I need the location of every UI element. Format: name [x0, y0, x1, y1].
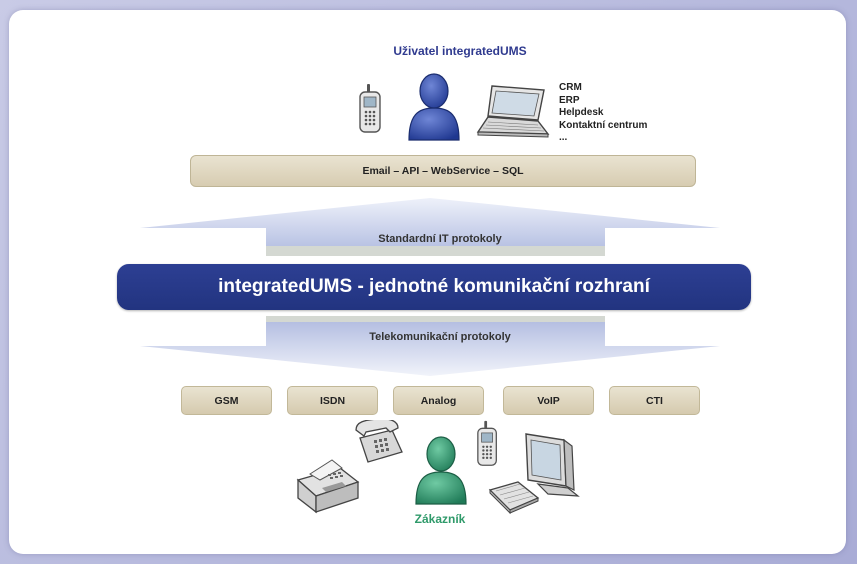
- tech-isdn: ISDN: [287, 386, 378, 415]
- user-title: Uživatel integratedUMS: [393, 44, 527, 58]
- tech-cti: CTI: [609, 386, 700, 415]
- telecom-protocols-label: Telekomunikační protokoly: [369, 331, 511, 343]
- tech-voip: VoIP: [503, 386, 594, 415]
- user-icon: [408, 73, 460, 141]
- app-more: ...: [559, 132, 568, 143]
- down-arrow: [140, 316, 720, 376]
- app-helpdesk: Helpdesk: [559, 107, 604, 118]
- application-list: CRM ERP Helpdesk Kontaktní centrum ...: [559, 82, 647, 145]
- mobile-phone-icon: [477, 420, 497, 466]
- top-protocols-bar: Email – API – WebService – SQL: [190, 155, 696, 187]
- customer-icon: [415, 436, 467, 505]
- main-interface-bar: integratedUMS - jednotné komunikační roz…: [117, 264, 751, 310]
- standard-protocols-label: Standardní IT protokoly: [378, 233, 502, 245]
- fax-icon: [296, 459, 360, 514]
- app-erp: ERP: [559, 94, 580, 106]
- up-arrow: [140, 198, 720, 256]
- tech-analog: Analog: [393, 386, 484, 415]
- monitor-icon: [525, 433, 580, 497]
- app-contact-center: Kontaktní centrum: [559, 119, 648, 131]
- telephone-icon: [355, 420, 403, 463]
- laptop-icon: [476, 85, 550, 138]
- mobile-phone-icon: [359, 84, 381, 133]
- keyboard-icon: [488, 481, 540, 514]
- customer-label: Zákazník: [414, 512, 466, 526]
- app-crm: CRM: [559, 82, 582, 93]
- tech-gsm: GSM: [181, 386, 272, 415]
